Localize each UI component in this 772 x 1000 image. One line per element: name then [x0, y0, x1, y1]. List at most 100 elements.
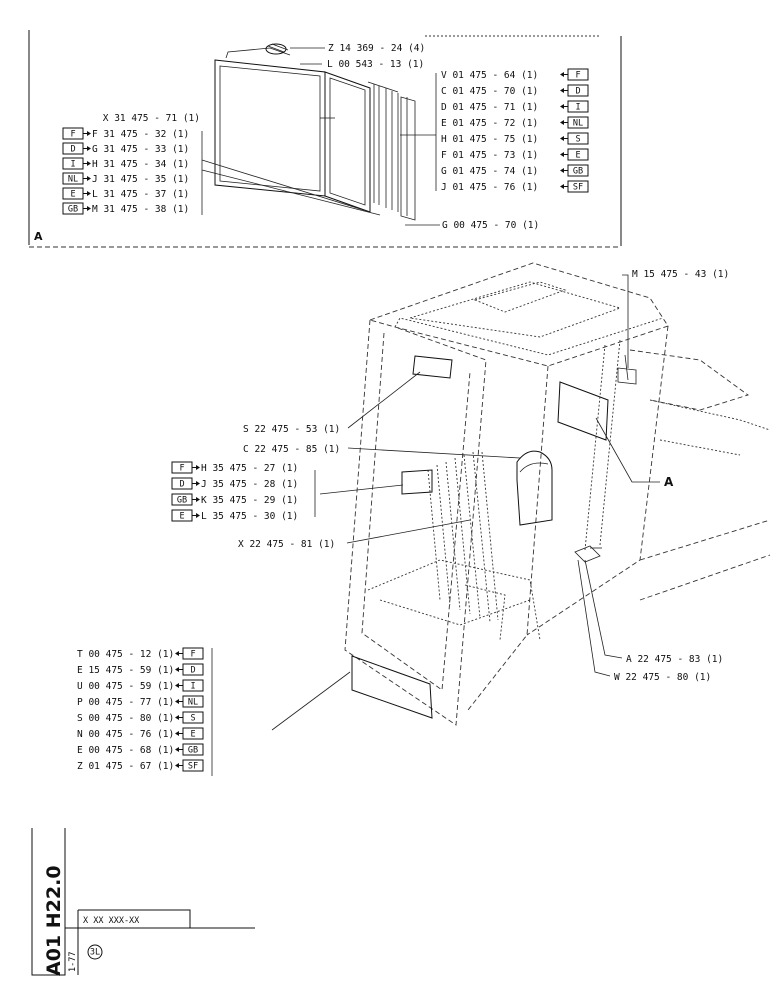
list-item: F 01 475 - 73 (1) E: [441, 148, 589, 161]
language-flag-i: I: [70, 160, 75, 170]
part-number-field: X XX XXX-XX: [83, 916, 140, 926]
list-item: NL J 31 475 - 35 (1): [62, 172, 189, 185]
language-flag-nl: NL: [573, 119, 583, 129]
list-item: T 00 475 - 12 (1) F: [77, 647, 204, 660]
list-item: N 00 475 - 76 (1) E: [77, 727, 204, 740]
leader-lines: [211, 274, 660, 776]
list-item: F H 35 475 - 27 (1): [171, 461, 298, 474]
part-label-c-01-475-70: C 01 475 - 70 (1): [441, 86, 538, 97]
part-label-x-22-475-81: X 22 475 - 81 (1): [238, 539, 335, 550]
language-flag-sf: SF: [573, 183, 583, 193]
language-flag-i: I: [575, 103, 580, 113]
list-item: U 00 475 - 59 (1) I: [77, 679, 204, 692]
part-label-l-31-475-37: L 31 475 - 37 (1): [92, 189, 189, 200]
part-label-j-01-475-76: J 01 475 - 76 (1): [441, 182, 538, 193]
list-item: E 00 475 - 68 (1) GB: [77, 743, 204, 756]
list-item: S 00 475 - 80 (1) S: [77, 711, 204, 724]
part-label-k-35-475-29: K 35 475 - 29 (1): [201, 495, 298, 506]
part-label-l-35-475-30: L 35 475 - 30 (1): [201, 511, 298, 522]
list-item: J 01 475 - 76 (1) SF: [441, 180, 589, 193]
front-plate: [351, 655, 433, 719]
mid-sticker-list: F H 35 475 - 27 (1) D J 35 475 - 28 (1) …: [171, 461, 298, 522]
language-flag-e: E: [575, 151, 580, 161]
language-flag-e: E: [190, 730, 195, 740]
part-label-e-15-475-59: E 15 475 - 59 (1): [77, 665, 174, 676]
list-item: GB K 35 475 - 29 (1): [171, 493, 298, 506]
part-label-p-00-475-77: P 00 475 - 77 (1): [77, 697, 174, 708]
part-label-t-00-475-12: T 00 475 - 12 (1): [77, 649, 174, 660]
part-label-h-35-475-27: H 35 475 - 27 (1): [201, 463, 298, 474]
part-label-l-00-543-13: L 00 543 - 13 (1): [327, 59, 424, 70]
part-label-h-01-475-75: H 01 475 - 75 (1): [441, 134, 538, 145]
part-label-u-00-475-59: U 00 475 - 59 (1): [77, 681, 174, 692]
language-flag-nl: NL: [68, 175, 78, 185]
title-block: A01 H22.0 X XX XXX-XX 1-77 3L: [31, 828, 255, 976]
list-item: P 00 475 - 77 (1) NL: [77, 695, 204, 708]
part-label-s-22-475-53: S 22 475 - 53 (1): [243, 424, 340, 435]
circle-code: 3L: [90, 948, 100, 958]
list-item: E L 31 475 - 37 (1): [62, 187, 189, 200]
part-label-f-31-475-32: F 31 475 - 32 (1): [92, 129, 189, 140]
part-label-j-31-475-35: J 31 475 - 35 (1): [92, 174, 189, 185]
language-flag-d: D: [190, 666, 195, 676]
list-item: D 01 475 - 71 (1) I: [441, 100, 589, 113]
language-flag-gb: GB: [68, 205, 78, 215]
sheet-code: A01 H22.0: [43, 865, 65, 976]
language-flag-d: D: [575, 87, 580, 97]
language-flag-f: F: [190, 650, 195, 660]
language-flag-e: E: [70, 190, 75, 200]
language-flag-s: S: [575, 135, 580, 145]
language-flag-i: I: [190, 682, 195, 692]
part-label-z-14-369-24: Z 14 369 - 24 (4): [328, 43, 425, 54]
language-flag-gb: GB: [188, 746, 198, 756]
language-flag-gb: GB: [573, 167, 583, 177]
part-label-g-31-475-33: G 31 475 - 33 (1): [92, 144, 189, 155]
detail-a-left-list: F F 31 475 - 32 (1) D G 31 475 - 33 (1) …: [62, 127, 189, 215]
part-label-d-01-475-71: D 01 475 - 71 (1): [441, 102, 538, 113]
list-item: G 01 475 - 74 (1) GB: [441, 164, 589, 177]
bottom-sticker-list: T 00 475 - 12 (1) F E 15 475 - 59 (1) D …: [77, 647, 204, 772]
language-flag-d: D: [70, 145, 75, 155]
detail-a-reference: A: [664, 475, 674, 489]
detail-a-right-list: V 01 475 - 64 (1) F C 01 475 - 70 (1) D …: [441, 68, 589, 193]
part-label-w-22-475-80: W 22 475 - 80 (1): [614, 672, 711, 683]
window-sticker: [412, 355, 453, 379]
list-item: C 01 475 - 70 (1) D: [441, 84, 589, 97]
cab-drawing: [344, 262, 771, 726]
list-item: D J 35 475 - 28 (1): [171, 477, 298, 490]
rear-sticker: [557, 381, 609, 441]
list-item: GB M 31 475 - 38 (1): [62, 202, 189, 215]
part-label-g-01-475-74: G 01 475 - 74 (1): [441, 166, 538, 177]
part-label-x-31-475-71: X 31 475 - 71 (1): [103, 113, 200, 124]
part-label-e-00-475-68: E 00 475 - 68 (1): [77, 745, 174, 756]
part-label-j-35-475-28: J 35 475 - 28 (1): [201, 479, 298, 490]
detail-a-panel: A: [28, 30, 622, 248]
language-flag-gb: GB: [177, 496, 187, 506]
circle-code-badge: [87, 944, 103, 960]
part-label-n-00-475-76: N 00 475 - 76 (1): [77, 729, 174, 740]
part-label-c-22-475-85: C 22 475 - 85 (1): [243, 444, 340, 455]
list-item: E L 35 475 - 30 (1): [171, 509, 298, 522]
part-label-z-01-475-67: Z 01 475 - 67 (1): [77, 761, 174, 772]
part-label-v-01-475-64: V 01 475 - 64 (1): [441, 70, 538, 81]
part-label-s-00-475-80: S 00 475 - 80 (1): [77, 713, 174, 724]
list-item: Z 01 475 - 67 (1) SF: [77, 759, 204, 772]
column-sticker: [401, 469, 433, 495]
part-label-e-01-475-72: E 01 475 - 72 (1): [441, 118, 538, 129]
language-flag-nl: NL: [188, 698, 198, 708]
list-item: E 01 475 - 72 (1) NL: [441, 116, 589, 129]
list-item: V 01 475 - 64 (1) F: [441, 68, 589, 81]
language-flag-s: S: [190, 714, 195, 724]
part-label-f-01-475-73: F 01 475 - 73 (1): [441, 150, 538, 161]
date-stamp: 1-77: [68, 952, 78, 972]
list-item: E 15 475 - 59 (1) D: [77, 663, 204, 676]
language-flag-e: E: [179, 512, 184, 522]
part-label-h-31-475-34: H 31 475 - 34 (1): [92, 159, 189, 170]
list-item: F F 31 475 - 32 (1): [62, 127, 189, 140]
language-flag-f: F: [575, 71, 580, 81]
part-label-a-22-475-83: A 22 475 - 83 (1): [626, 654, 723, 665]
language-flag-f: F: [179, 464, 184, 474]
list-item: H 01 475 - 75 (1) S: [441, 132, 589, 145]
detail-a-corner-letter: A: [34, 230, 43, 243]
